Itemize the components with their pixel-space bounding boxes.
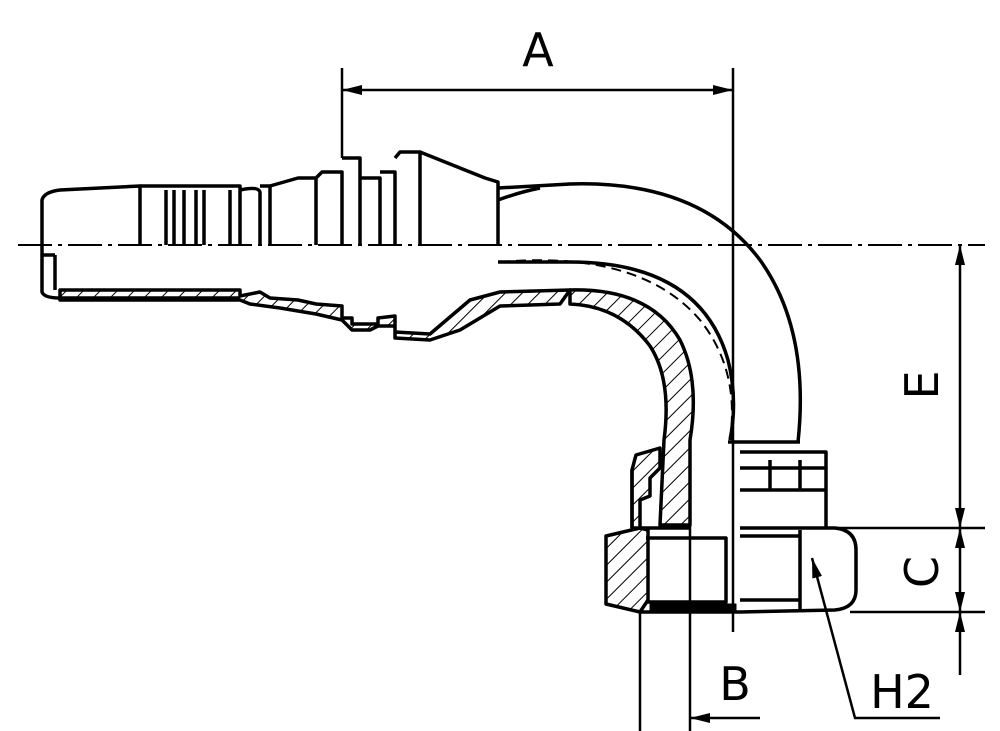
label-b: B [719,657,751,711]
label-a: A [522,23,554,77]
label-h2: H2 [870,665,934,719]
fitting-section [40,245,736,527]
swivel-nut [604,440,858,614]
fitting-exterior [40,150,803,443]
label-c: C [895,556,949,588]
dimension-e-c [800,245,985,675]
label-e: E [895,370,949,399]
dimension-h2 [810,557,940,720]
dimension-b [638,525,760,731]
dimension-a [340,68,735,632]
